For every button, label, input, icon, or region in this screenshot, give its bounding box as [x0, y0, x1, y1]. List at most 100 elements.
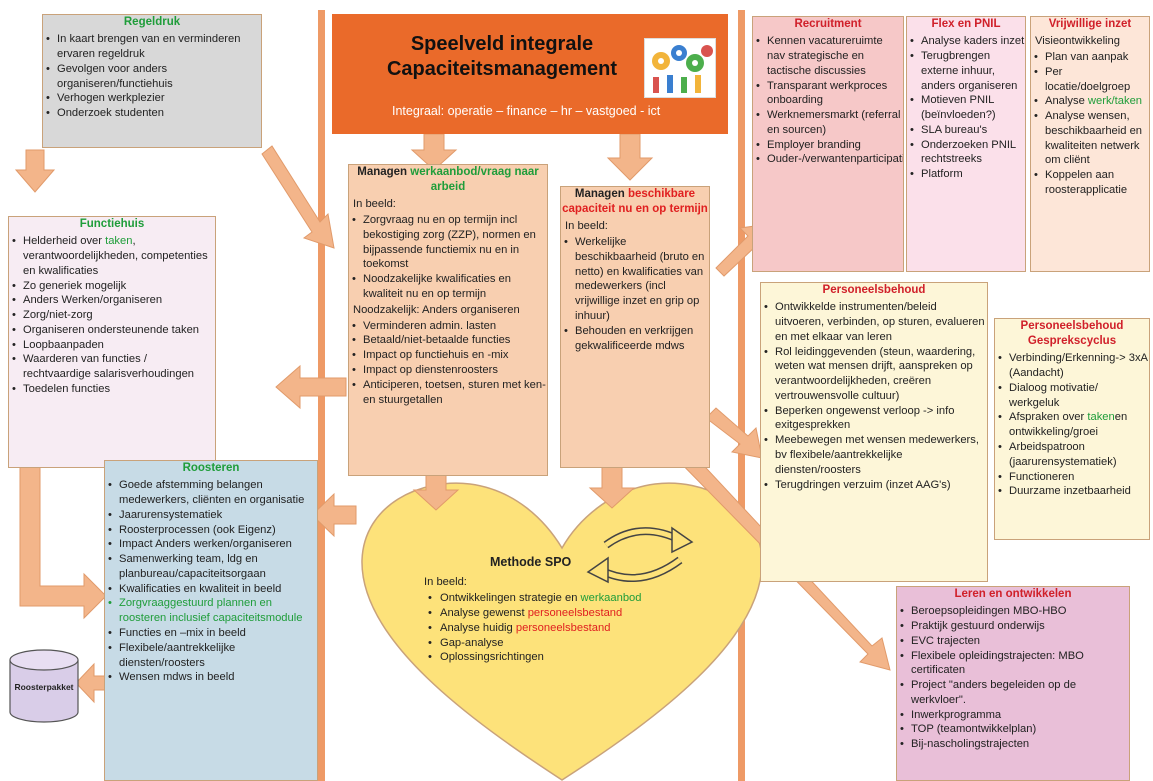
- managen-capaciteit-heading: Managen beschikbare capaciteit nu en op …: [562, 188, 708, 216]
- title-block: Speelveld integrale Capaciteitsmanagemen…: [332, 14, 728, 134]
- list-item: Anders Werken/organiseren: [9, 293, 215, 308]
- personeelsbehoud-box: Personeelsbehoud Ontwikkelde instrumente…: [760, 282, 988, 582]
- list-item: Employer branding: [753, 138, 903, 153]
- roosterpakket-cylinder: [9, 649, 79, 723]
- list-item: •Gap-analyse: [428, 636, 504, 649]
- list-item: •Analyse huidig personeelsbestand: [428, 621, 611, 634]
- list-item: Impact op functiehuis en -mix: [349, 348, 547, 363]
- roosteren-box: Roosteren Goede afstemming belangen mede…: [104, 460, 318, 781]
- list-item: Arbeidspatroon (jaarurensystematiek): [995, 440, 1149, 470]
- cycle-arrows-icon: [586, 526, 694, 584]
- list-item: Goede afstemming belangen medewerkers, c…: [105, 478, 317, 508]
- list-item: Terugdringen verzuim (inzet AAG's): [761, 478, 987, 493]
- vrijwillige-inzet-box: Vrijwillige inzet Visieontwikkeling Plan…: [1030, 16, 1150, 272]
- recruitment-heading: Recruitment: [794, 18, 862, 30]
- list-item: Impact Anders werken/organiseren: [105, 537, 317, 552]
- list-item: Toedelen functies: [9, 382, 215, 397]
- list-item: Werkelijke beschikbaarheid (bruto en net…: [561, 235, 709, 324]
- list-item: Betaald/niet-betaalde functies: [349, 333, 547, 348]
- managen-werkaanbod-box: Managen werkaanbod/vraag naar arbeid In …: [348, 164, 548, 476]
- functiehuis-box: Functiehuis Helderheid over taken, veran…: [8, 216, 216, 468]
- list-item: Waarderen van functies / rechtvaardige s…: [9, 352, 215, 382]
- list-item: Anticiperen, toetsen, sturen met ken- en…: [349, 378, 547, 408]
- list-item: Ouder-/verwantenparticipatie: [753, 152, 903, 167]
- heart-shape: [361, 482, 763, 781]
- list-item: Rol leidinggevenden (steun, waardering, …: [761, 345, 987, 404]
- list-item: Kwalificaties en kwaliteit in beeld: [105, 582, 317, 597]
- list-item: Beroepsopleidingen MBO-HBO: [897, 604, 1129, 619]
- list-item: Roosterprocessen (ook Eigenz): [105, 523, 317, 538]
- managen-werkaanbod-heading: Managen werkaanbod/vraag naar arbeid: [357, 166, 539, 194]
- list-item: Koppelen aan roosterapplicatie: [1031, 168, 1149, 198]
- recruitment-box: Recruitment Kennen vacatureruimte nav st…: [752, 16, 904, 272]
- vrijwillige-inzet-heading: Vrijwillige inzet: [1048, 18, 1132, 30]
- arrow-spo-roosteren: [311, 492, 357, 538]
- list-item: Transparant werkproces onboarding: [753, 79, 903, 109]
- list-item: Flexibele opleidingstrajecten: MBO certi…: [897, 649, 1129, 679]
- right-divider-line: [738, 10, 745, 781]
- list-item: Impact op dienstenroosters: [349, 363, 547, 378]
- list-item: Meebewegen met wensen medewerkers, bv fl…: [761, 433, 987, 477]
- list-item: TOP (teamontwikkelplan): [897, 722, 1129, 737]
- list-item: Onderzoeken PNIL rechtstreeks: [907, 138, 1025, 168]
- list-item: •Ontwikkelingen strategie en werkaanbod: [428, 592, 642, 605]
- arrow-title-capaciteit: [606, 133, 654, 181]
- list-item: Analyse werk/taken: [1031, 94, 1149, 109]
- list-item: Gevolgen voor anders organiseren/functie…: [43, 62, 261, 92]
- inbeeld-label: In beeld:: [353, 198, 396, 211]
- list-item: •Oplossingsrichtingen: [428, 651, 544, 664]
- list-item: Bij-nascholingstrajecten: [897, 737, 1129, 752]
- list-item: Organiseren ondersteunende taken: [9, 323, 215, 338]
- noodzakelijk-label: Noodzakelijk: Anders organiseren: [353, 303, 520, 316]
- list-item: Dialoog motivatie/ werkgeluk: [995, 381, 1149, 411]
- flex-pnil-heading: Flex en PNIL: [931, 18, 1001, 30]
- list-item: Verhogen werkplezier: [43, 91, 261, 106]
- list-item: Behouden en verkrijgen gekwalificeerde m…: [561, 324, 709, 354]
- list-item: SLA bureau's: [907, 123, 1025, 138]
- list-item: Wensen mdws in beeld: [105, 670, 317, 685]
- list-item: Analyse kaders inzet: [907, 34, 1025, 49]
- list-item: Loopbaanpaden: [9, 338, 215, 353]
- arrow-regeldruk-functiehuis: [14, 149, 56, 193]
- list-item: Onderzoek studenten: [43, 106, 261, 121]
- functiehuis-heading: Functiehuis: [79, 218, 145, 230]
- list-item: Helderheid over taken, verantwoordelijkh…: [9, 234, 215, 278]
- list-item: Analyse wensen, beschikbaarheid en kwali…: [1031, 109, 1149, 168]
- arrow-capaciteit-personeelsbehoud: [705, 407, 763, 459]
- inbeeld-label: In beeld:: [424, 575, 467, 588]
- list-item: Zorg/niet-zorg: [9, 308, 215, 323]
- list-item: Flexibele/aantrekkelijke diensten/rooste…: [105, 641, 317, 671]
- list-item: Functies en –mix in beeld: [105, 626, 317, 641]
- list-item: Per locatie/doelgroep: [1031, 65, 1149, 95]
- inbeeld-label: In beeld:: [565, 220, 608, 233]
- list-item: Verminderen admin. lasten: [349, 319, 547, 334]
- arrow-regeldruk-werkaanbod: [261, 145, 335, 249]
- managen-capaciteit-box: Managen beschikbare capaciteit nu en op …: [560, 186, 710, 468]
- list-item: Jaarurensystematiek: [105, 508, 317, 523]
- leren-heading: Leren en ontwikkelen: [954, 588, 1072, 600]
- personeelsbehoud-heading: Personeelsbehoud: [822, 284, 926, 296]
- methode-spo-heading: Methode SPO: [490, 555, 572, 569]
- list-item: Zorgvraaggestuurd plannen en roosteren i…: [105, 596, 317, 626]
- arrow-title-werkaanbod: [410, 133, 458, 171]
- methode-spo-content: Methode SPO In beeld: •Ontwikkelingen st…: [424, 554, 674, 665]
- list-item: In kaart brengen van en verminderen erva…: [43, 32, 261, 62]
- list-item: Kennen vacatureruimte nav strategische e…: [753, 34, 903, 78]
- list-item: Samenwerking team, ldg en planbureau/cap…: [105, 552, 317, 582]
- list-item: Terugbrengen externe inhuur, anders orga…: [907, 49, 1025, 93]
- regeldruk-box: Regeldruk In kaart brengen van en vermin…: [42, 14, 262, 148]
- list-item: Zorgvraag nu en op termijn incl bekostig…: [349, 213, 547, 272]
- list-item: Inwerkprogramma: [897, 708, 1129, 723]
- diagram-subtitle: Integraal: operatie – finance – hr – vas…: [392, 104, 661, 118]
- leren-ontwikkelen-box: Leren en ontwikkelen Beroepsopleidingen …: [896, 586, 1130, 781]
- visie-label: Visieontwikkeling: [1035, 35, 1120, 48]
- regeldruk-heading: Regeldruk: [123, 16, 181, 28]
- list-item: Zo generiek mogelijk: [9, 279, 215, 294]
- diagram-title: Speelveld integrale Capaciteitsmanagemen…: [386, 33, 618, 80]
- list-item: Beperken ongewenst verloop -> info exitg…: [761, 404, 987, 434]
- list-item: Motieven PNIL (beïnvloeden?): [907, 93, 1025, 123]
- list-item: Afspraken over takenen ontwikkeling/groe…: [995, 410, 1149, 440]
